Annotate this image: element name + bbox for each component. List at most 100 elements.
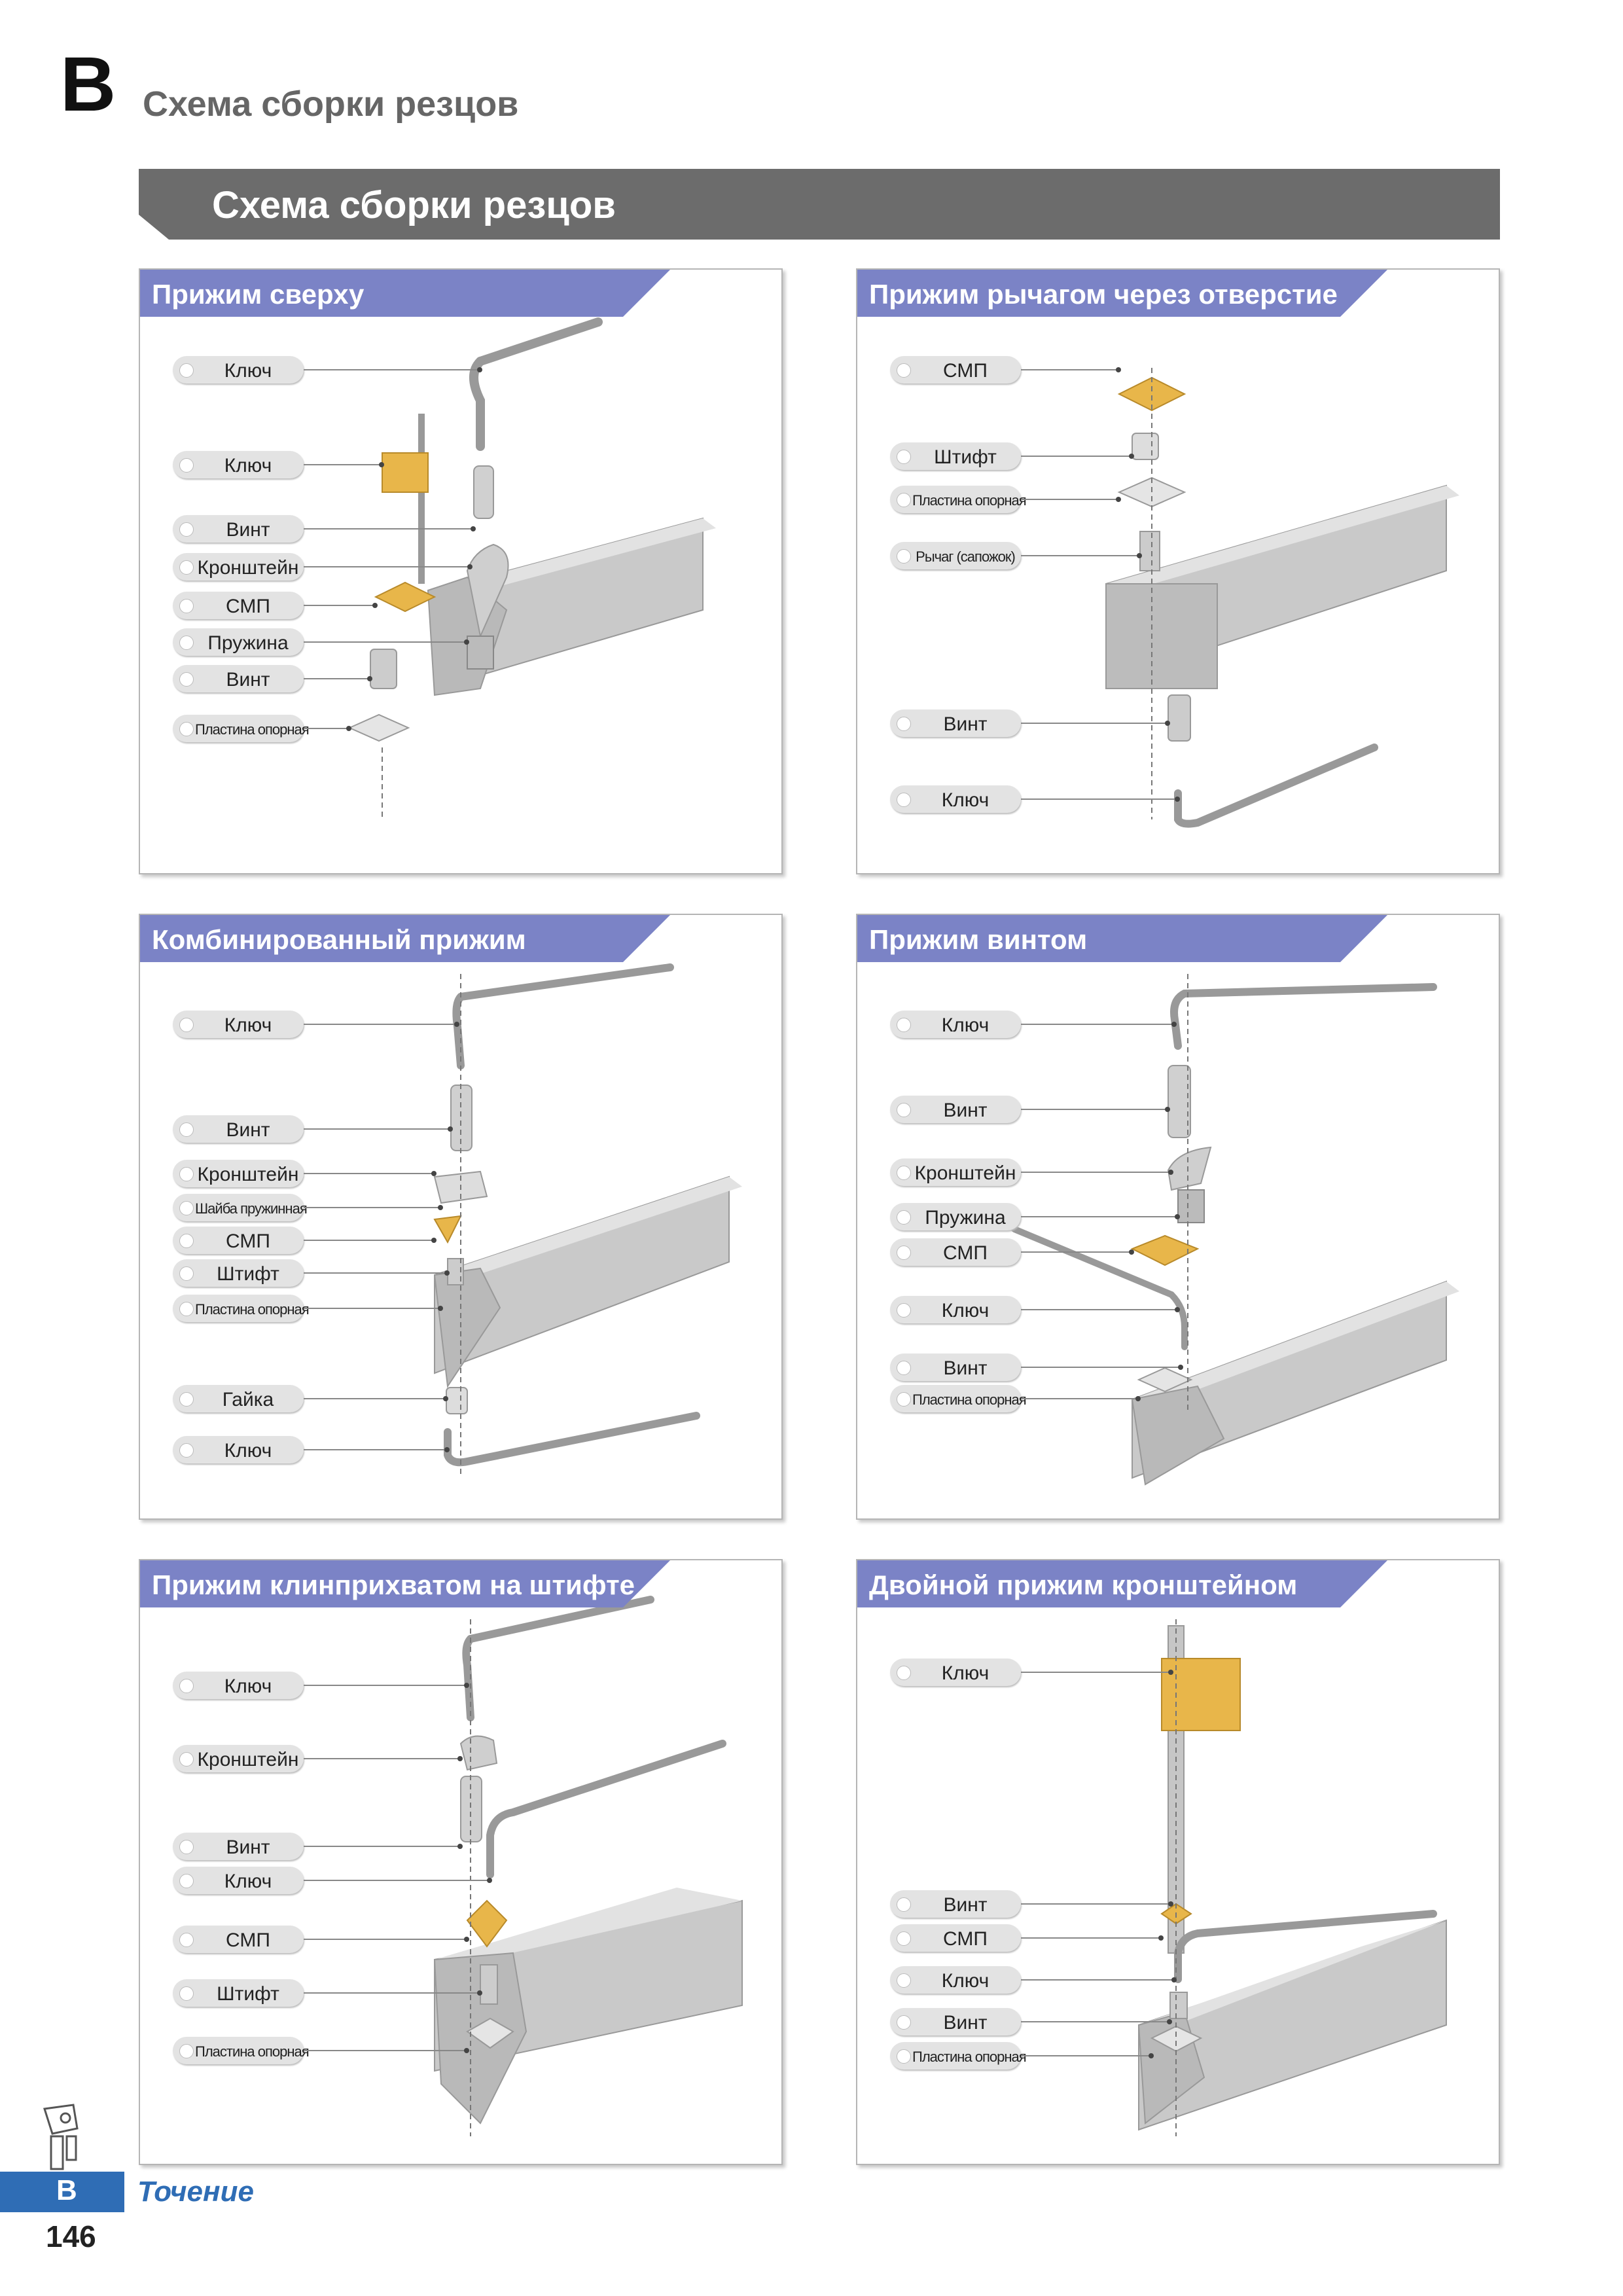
panel-wedge-clamp: Прижим клинприхватом на штифте Ключ Крон… [139, 1559, 783, 2165]
bullet-icon [897, 1666, 911, 1680]
bullet-icon [179, 1167, 194, 1181]
label-text: Ключ [941, 789, 990, 811]
bullet-icon [897, 1897, 911, 1912]
label-shim: Пластина опорная [890, 1385, 1027, 1412]
label-shim: Пластина опорная [173, 1295, 310, 1322]
leader-line [1021, 1901, 1173, 1907]
bullet-icon [179, 363, 194, 378]
label-text: Ключ [941, 1014, 990, 1036]
label-text: Штифт [217, 1983, 279, 2005]
label-spring: Пружина [173, 628, 304, 656]
label-key: Ключ [173, 356, 304, 384]
panel-top-clamp: Прижим сверху Ключ Ключ Винт Кронштейн С… [139, 268, 783, 874]
label-text: Пластина опорная [912, 492, 1027, 509]
label-text: Штифт [217, 1263, 279, 1285]
label-screw: Винт [173, 1115, 304, 1143]
assembly-illustration [1105, 368, 1459, 828]
bullet-icon [897, 1103, 911, 1117]
label-key: Ключ [890, 1296, 1021, 1323]
leader-line [304, 1126, 453, 1132]
leader-line [304, 1238, 437, 1243]
bullet-icon [897, 1210, 911, 1225]
label-screw: Винт [890, 709, 1021, 737]
label-text: Ключ [224, 1440, 272, 1462]
panel-header: Двойной прижим кронштейном [857, 1560, 1387, 1607]
bullet-icon [179, 599, 194, 613]
bullet-icon [897, 549, 911, 564]
label-text: Кронштейн [197, 1164, 299, 1185]
leader-line [304, 1683, 469, 1688]
section-tab[interactable] [0, 2172, 124, 2212]
leader-line [304, 1171, 437, 1176]
label-pin: Штифт [890, 442, 1021, 470]
section-name: Точение [137, 2176, 254, 2208]
bullet-icon [179, 1874, 194, 1888]
bullet-icon [897, 363, 911, 378]
label-text: СМП [943, 1928, 988, 1950]
label-key: Ключ [890, 1011, 1021, 1038]
bullet-icon [179, 458, 194, 473]
label-text: Ключ [224, 1014, 272, 1036]
bullet-icon [897, 793, 911, 807]
panel-header: Комбинированный прижим [140, 915, 670, 962]
label-text: Ключ [941, 1662, 990, 1684]
label-insert: СМП [173, 1926, 304, 1953]
leader-line [304, 1270, 450, 1276]
label-insert: СМП [173, 1227, 304, 1254]
label-shim: Пластина опорная [890, 2042, 1027, 2070]
leader-line [304, 603, 378, 608]
bullet-icon [897, 1018, 911, 1032]
label-spring: Пружина [890, 1203, 1021, 1230]
bullet-icon [179, 1679, 194, 1693]
label-insert: СМП [173, 592, 304, 619]
bullet-icon [179, 722, 194, 736]
leader-line [304, 1844, 463, 1849]
panel-header: Прижим винтом [857, 915, 1387, 962]
bullet-icon [897, 2049, 911, 2064]
label-pin: Штифт [173, 1259, 304, 1287]
section-tab-letter: B [56, 2174, 77, 2206]
leader-line [1021, 367, 1121, 372]
label-screw: Винт [890, 1096, 1021, 1123]
leader-line [1021, 1249, 1134, 1255]
label-text: Кронштейн [197, 1749, 299, 1770]
label-screw: Винт [890, 1354, 1021, 1381]
label-text: Штифт [934, 446, 997, 468]
label-screw: Винт [173, 515, 304, 543]
label-text: Шайба пружинная [195, 1200, 308, 1217]
leader-line [1021, 1307, 1180, 1312]
label-screw: Винт [890, 2008, 1021, 2036]
bullet-icon [897, 1931, 911, 1946]
panel-combined-clamp: Комбинированный прижим Ключ Винт Кронште… [139, 914, 783, 1520]
leader-line [304, 526, 476, 531]
leader-line [1021, 1977, 1177, 1982]
page-number: 146 [46, 2219, 96, 2253]
bullet-icon [897, 1303, 911, 1318]
leader-line [304, 1022, 459, 1027]
label-key: Ключ [173, 1011, 304, 1038]
label-text: Винт [943, 1357, 988, 1379]
label-text: Рычаг (сапожок) [916, 548, 1016, 565]
label-shim: Пластина опорная [890, 486, 1027, 513]
leader-line [304, 726, 351, 731]
label-text: СМП [943, 360, 988, 382]
leader-line [1021, 797, 1180, 802]
bullet-icon [897, 1246, 911, 1260]
leader-line [1021, 497, 1121, 502]
label-key: Ключ [173, 1436, 304, 1463]
leader-line [304, 462, 384, 467]
label-text: Кронштейн [914, 1162, 1016, 1184]
bullet-icon [179, 1201, 194, 1215]
leader-line [304, 1756, 463, 1761]
label-screw: Винт [890, 1890, 1021, 1918]
label-text: Винт [226, 669, 270, 691]
bullet-icon [179, 1234, 194, 1248]
assembly-illustration [433, 1596, 743, 2136]
leader-line [1021, 2053, 1154, 2058]
assembly-illustration [348, 317, 716, 819]
bullet-icon [897, 1361, 911, 1375]
bullet-icon [897, 717, 911, 731]
bullet-icon [179, 1392, 194, 1407]
label-shim: Пластина опорная [173, 2037, 310, 2064]
leader-line [1021, 1107, 1170, 1112]
